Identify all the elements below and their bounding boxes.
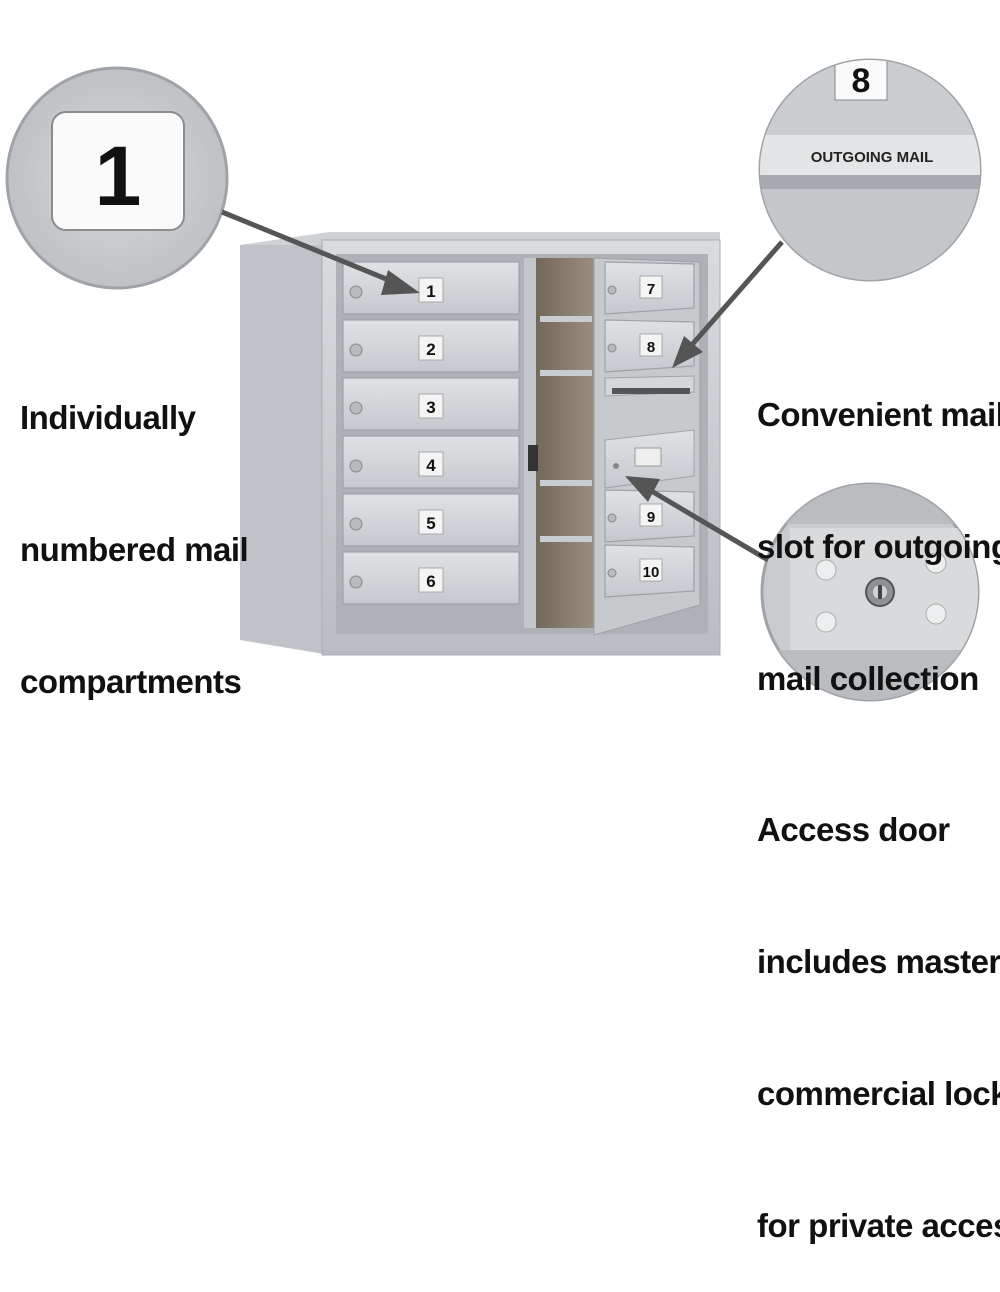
- door-number: 7: [647, 281, 655, 298]
- compartment-door: 10: [604, 544, 695, 598]
- compartment-door: 4: [342, 435, 520, 489]
- outgoing-mail-label: OUTGOING MAIL: [811, 149, 934, 166]
- callout-line: Individually: [20, 399, 196, 436]
- arrow-head-compartment: [381, 270, 420, 295]
- callout-arrows: [221, 209, 784, 563]
- door-number: 1: [426, 282, 435, 301]
- callout-line: Convenient mail: [757, 396, 1000, 433]
- zoom-circle-number: 1: [5, 66, 229, 290]
- door-number: 3: [426, 398, 435, 417]
- arrow-head-access: [625, 476, 660, 502]
- door-number: 4: [426, 456, 436, 475]
- callout-line: numbered mail: [20, 531, 249, 568]
- arrow-to-access-door: [646, 486, 770, 563]
- zoom-number-8: 8: [852, 62, 871, 100]
- compartment-door: 5: [342, 493, 520, 547]
- door-lock-icon: [349, 285, 363, 299]
- door-number: 9: [647, 509, 655, 526]
- outgoing-mail-slot: [604, 375, 695, 397]
- mailbox-interior: [528, 258, 594, 628]
- arrow-to-compartment: [221, 209, 397, 286]
- zoom-circle-lock: [760, 482, 980, 702]
- callout-access-door: Access door includes master commercial l…: [757, 720, 1000, 1292]
- door-lock-icon: [607, 285, 617, 295]
- door-lock-icon: [607, 568, 617, 578]
- callout-line: for private access: [757, 1207, 1000, 1244]
- callout-line: slot for outgoing: [757, 528, 1000, 565]
- door-number: 8: [647, 339, 655, 356]
- door-lock-icon: [349, 343, 363, 357]
- door-lock-icon: [607, 513, 617, 523]
- door-lock-icon: [349, 401, 363, 415]
- door-lock-icon: [349, 459, 363, 473]
- door-lock-icon: [349, 575, 363, 589]
- callout-line: includes master: [757, 943, 1000, 980]
- door-number: 10: [643, 564, 660, 581]
- arrow-to-outgoing-slot: [688, 240, 784, 349]
- compartment-door: 7: [604, 261, 695, 315]
- arrow-head-outgoing: [672, 336, 703, 368]
- zoom-circle-outgoing: 8 OUTGOING MAIL: [758, 58, 982, 282]
- zoom-number-1: 1: [95, 129, 142, 223]
- compartment-door: 8: [604, 319, 695, 373]
- compartment-door: 3: [342, 377, 520, 431]
- compartment-door: 1: [342, 261, 520, 315]
- callout-outgoing-slot: Convenient mail slot for outgoing mail c…: [757, 305, 1000, 745]
- door-number: 5: [426, 514, 435, 533]
- door-lock-icon: [349, 517, 363, 531]
- callout-line: mail collection: [757, 660, 979, 697]
- callout-numbered-compartments: Individually numbered mail compartments: [20, 308, 249, 748]
- mailbox-unit: 1 2 3 4 5 6 7 8 9 10: [240, 232, 721, 656]
- mailbox-illustration: 1 2 3 4 5 6 7 8 9 10 1: [5, 58, 982, 702]
- callout-line: Access door: [757, 811, 950, 848]
- callout-line: commercial lock: [757, 1075, 1000, 1112]
- access-door-panel: [604, 429, 695, 489]
- door-number: 6: [426, 572, 435, 591]
- callout-line: compartments: [20, 663, 242, 700]
- door-lock-icon: [607, 343, 617, 353]
- compartment-door: 2: [342, 319, 520, 373]
- door-number: 2: [426, 340, 435, 359]
- compartment-door: 6: [342, 551, 520, 605]
